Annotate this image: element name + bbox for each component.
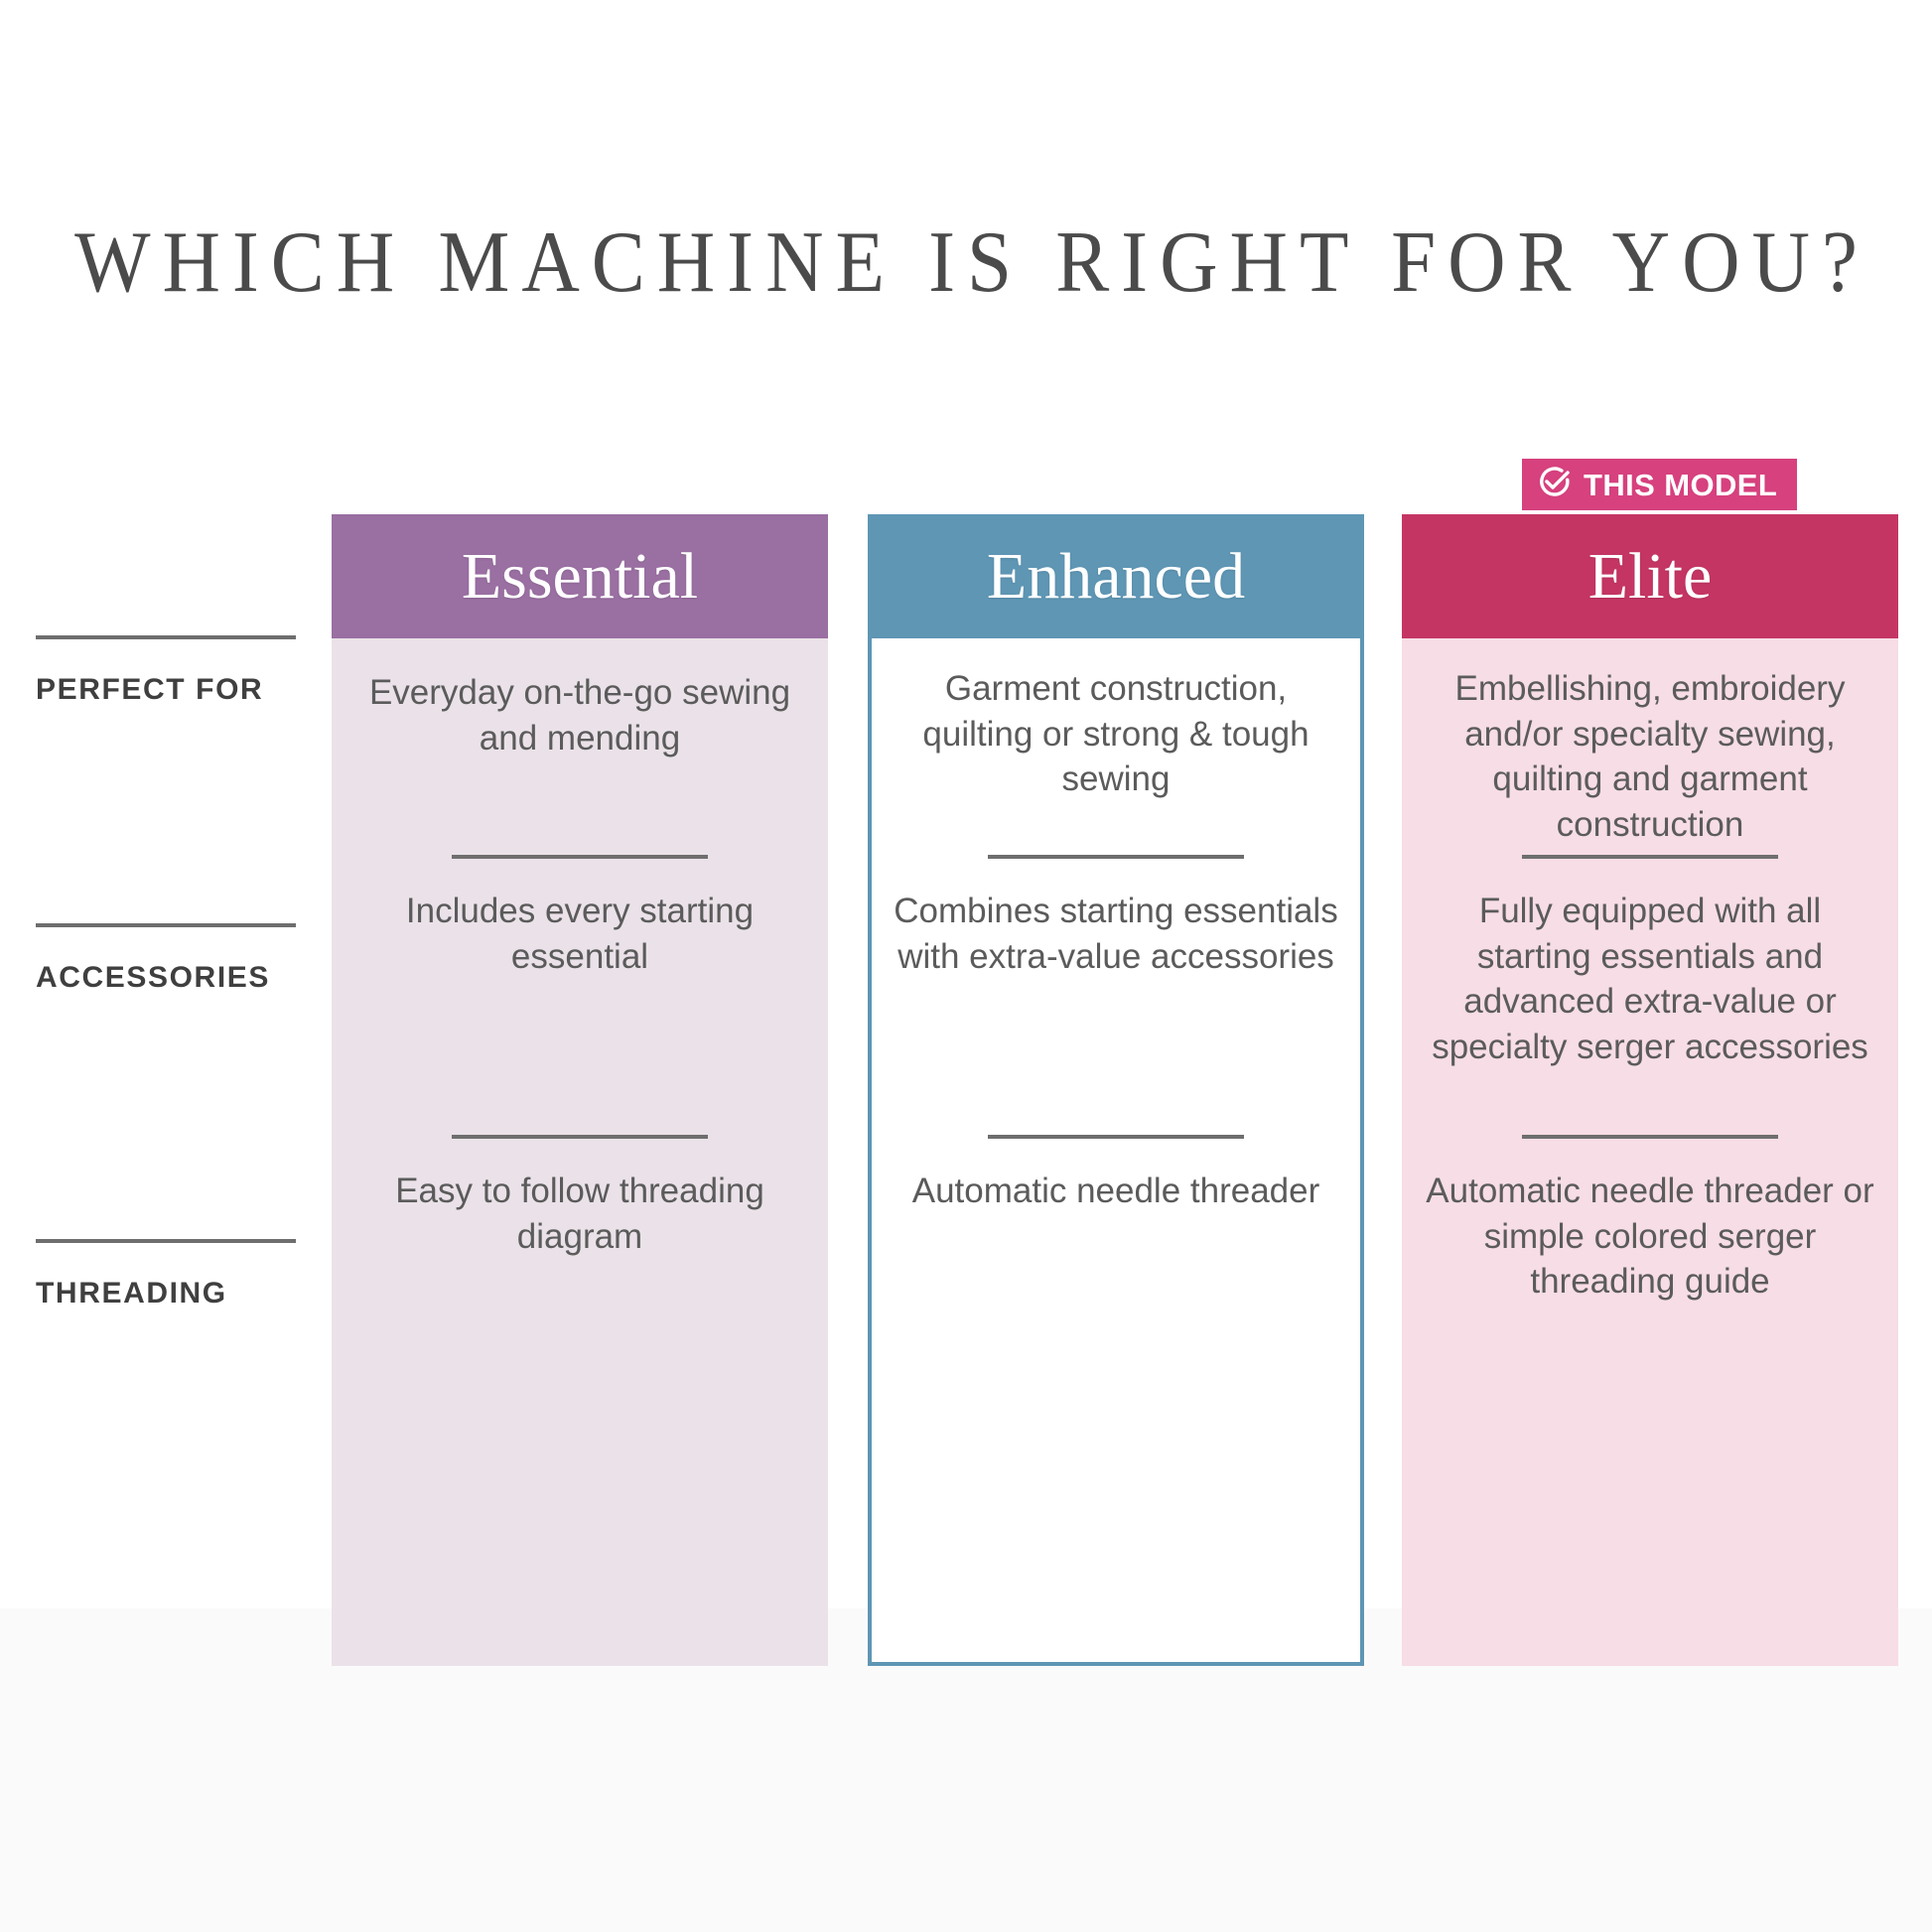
cell-divider-line (1522, 1135, 1778, 1139)
check-circle-icon (1538, 466, 1572, 504)
cell-elite-perfect-for: Embellishing, embroidery and/or specialt… (1402, 666, 1898, 847)
product-column-elite[interactable]: Elite Embellishing, embroidery and/or sp… (1402, 514, 1898, 1666)
column-title: Elite (1587, 539, 1713, 613)
cell-divider-line (988, 1135, 1244, 1139)
row-label-text: THREADING (36, 1277, 227, 1310)
column-body-elite: Embellishing, embroidery and/or specialt… (1402, 638, 1898, 1666)
cell-text: Garment construction, quilting or strong… (922, 669, 1310, 798)
cell-text: Easy to follow threading diagram (395, 1172, 764, 1256)
cell-enhanced-threading: Automatic needle threader (872, 1135, 1360, 1214)
cell-essential-threading: Easy to follow threading diagram (332, 1135, 828, 1259)
page-title: WHICH MACHINE IS RIGHT FOR YOU? (74, 214, 1869, 311)
column-title: Enhanced (986, 539, 1246, 613)
cell-elite-accessories: Fully equipped with all starting essenti… (1402, 855, 1898, 1069)
cell-essential-accessories: Includes every starting essential (332, 855, 828, 979)
row-divider-line (36, 635, 296, 639)
cell-divider-line (452, 1135, 708, 1139)
row-divider-line (36, 1239, 296, 1243)
product-column-enhanced[interactable]: Enhanced Garment construction, quilting … (868, 514, 1364, 1666)
title-banner: WHICH MACHINE IS RIGHT FOR YOU? (74, 189, 1858, 338)
column-header-essential: Essential (332, 514, 828, 638)
row-label-text: ACCESSORIES (36, 961, 270, 994)
cell-essential-perfect-for: Everyday on-the-go sewing and mending (332, 670, 828, 760)
row-label-threading: THREADING (36, 1239, 296, 1311)
product-column-essential[interactable]: Essential Everyday on-the-go sewing and … (332, 514, 828, 1666)
cell-text: Embellishing, embroidery and/or specialt… (1454, 669, 1846, 844)
cell-divider-line (452, 855, 708, 859)
cell-enhanced-accessories: Combines starting essentials with extra-… (872, 855, 1360, 979)
cell-text: Automatic needle threader (911, 1172, 1320, 1210)
column-header-enhanced: Enhanced (868, 514, 1364, 638)
column-body-essential: Everyday on-the-go sewing and mending In… (332, 638, 828, 1666)
cell-text: Fully equipped with all starting essenti… (1432, 892, 1868, 1066)
this-model-label: THIS MODEL (1584, 467, 1778, 502)
this-model-badge: THIS MODEL (1522, 459, 1798, 510)
row-divider-line (36, 923, 296, 927)
cell-text: Everyday on-the-go sewing and mending (368, 673, 791, 758)
row-label-accessories: ACCESSORIES (36, 923, 296, 995)
cell-enhanced-perfect-for: Garment construction, quilting or strong… (872, 666, 1360, 802)
cell-divider-line (988, 855, 1244, 859)
row-label-text: PERFECT FOR (36, 673, 264, 706)
row-label-perfect-for: PERFECT FOR (36, 635, 296, 707)
cell-text: Includes every starting essential (405, 892, 755, 976)
cell-text: Combines starting essentials with extra-… (894, 892, 1338, 976)
cell-divider-line (1522, 855, 1778, 859)
cell-elite-threading: Automatic needle threader or simple colo… (1402, 1135, 1898, 1305)
column-title: Essential (461, 539, 699, 613)
column-header-elite: Elite (1402, 514, 1898, 638)
column-body-enhanced: Garment construction, quilting or strong… (868, 638, 1364, 1666)
cell-text: Automatic needle threader or simple colo… (1426, 1172, 1874, 1301)
